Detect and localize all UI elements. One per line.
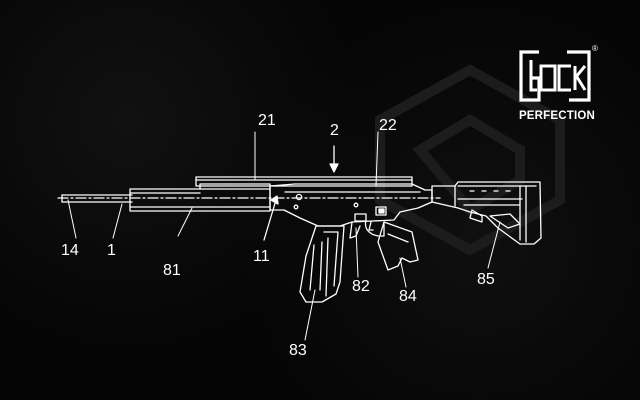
callout-83: 83 xyxy=(289,342,307,359)
collapsible-stock xyxy=(431,181,542,245)
arrow-2 xyxy=(329,145,339,173)
callout-81: 81 xyxy=(163,262,181,279)
callout-21: 21 xyxy=(258,112,276,129)
arrow-11 xyxy=(263,195,279,241)
glock-logo: ® PERFECTION xyxy=(507,44,607,124)
callout-82: 82 xyxy=(352,278,370,295)
trigger-assembly xyxy=(349,219,385,239)
callout-85: 85 xyxy=(477,271,495,288)
handguard xyxy=(129,183,271,212)
logo-tagline: PERFECTION xyxy=(518,110,596,122)
pistol-grip xyxy=(377,221,419,271)
callout-14: 14 xyxy=(61,242,79,259)
magazine xyxy=(299,225,345,303)
callout-84: 84 xyxy=(399,288,417,305)
registered-mark: ® xyxy=(592,44,598,53)
glock-wordmark-graphic xyxy=(519,50,591,102)
receiver xyxy=(269,183,433,227)
callout-22: 22 xyxy=(379,117,397,134)
callout-11: 11 xyxy=(253,248,270,265)
leader-lines xyxy=(67,131,501,341)
callout-2: 2 xyxy=(330,122,339,139)
background-watermark xyxy=(375,64,565,256)
callout-1: 1 xyxy=(107,242,116,259)
